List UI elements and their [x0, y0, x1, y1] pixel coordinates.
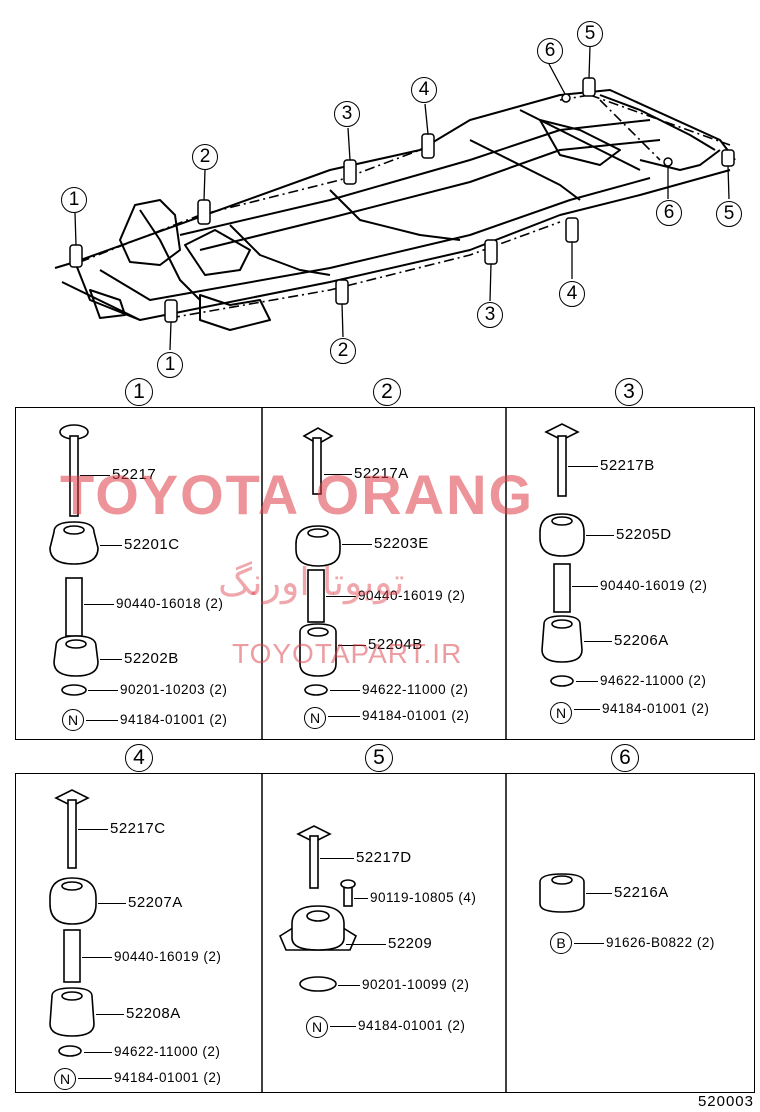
p1-label-90440-16018: 90440-16018 (2)	[116, 596, 224, 611]
p2-label-94184-01001: 94184-01001 (2)	[362, 708, 470, 723]
panel-callout-6: 6	[611, 744, 639, 772]
watermark-fa: تویوتا اورنگ	[218, 560, 405, 604]
p2-label-52203e: 52203E	[374, 535, 429, 552]
p3-label-94184-01001: 94184-01001 (2)	[602, 701, 710, 716]
frame-callout-2-bottom: 2	[330, 338, 356, 364]
frame-callout-2-top: 2	[192, 144, 218, 170]
watermark-url: TOYOTAPART.IR	[232, 638, 463, 669]
p1-label-52201c: 52201C	[124, 536, 180, 553]
p5-lead-1	[320, 858, 354, 859]
p1-lead-4	[100, 659, 122, 660]
p5-lead-4	[338, 985, 360, 986]
p3-label-94622-11000: 94622-11000 (2)	[600, 673, 707, 688]
p2-lead-2	[342, 544, 372, 545]
watermark-en: TOYOTA ORANG	[60, 463, 535, 526]
p4-label-94184-01001: 94184-01001 (2)	[114, 1070, 222, 1085]
p3-lead-3	[572, 586, 598, 587]
p1-lead-6	[86, 720, 118, 721]
frame-callout-1-bottom: 1	[157, 352, 183, 378]
p1-lead-2	[100, 545, 122, 546]
p3-label-52217b: 52217B	[600, 457, 655, 474]
diagram-code: 520003	[697, 1093, 754, 1110]
frame-callout-6-top: 6	[537, 38, 563, 64]
panel-row-2	[15, 773, 755, 1093]
p6-b-marker: B	[550, 932, 572, 954]
p2-lead-5	[330, 690, 360, 691]
p1-label-90201-10203: 90201-10203 (2)	[120, 682, 228, 697]
p1-label-52217: 52217	[112, 466, 157, 483]
frame-callout-4-bottom: 4	[559, 281, 585, 307]
panel-row-1	[15, 407, 755, 740]
p4-label-52208a: 52208A	[126, 1005, 181, 1022]
p4-lead-6	[78, 1078, 112, 1079]
p5-n-marker: N	[306, 1016, 328, 1038]
frame-callout-3-bottom: 3	[477, 302, 503, 328]
p4-lead-1	[78, 829, 108, 830]
p1-label-94184-01001: 94184-01001 (2)	[120, 712, 228, 727]
p3-lead-2	[586, 535, 614, 536]
p6-label-91626-b0822: 91626-B0822 (2)	[606, 935, 715, 950]
p5-lead-5	[330, 1026, 356, 1027]
p6-label-52216a: 52216A	[614, 884, 669, 901]
p3-lead-6	[574, 709, 600, 710]
p3-n-marker: N	[550, 702, 572, 724]
p4-label-52217c: 52217C	[110, 820, 166, 837]
p6-lead-1	[586, 893, 612, 894]
p3-label-90440-16019: 90440-16019 (2)	[600, 578, 708, 593]
p3-lead-1	[568, 466, 598, 467]
frame-callout-5-right: 5	[716, 201, 742, 227]
p3-label-52206a: 52206A	[614, 632, 669, 649]
p4-lead-2	[98, 903, 126, 904]
p1-lead-1	[80, 475, 110, 476]
p2-label-94622-11000: 94622-11000 (2)	[362, 682, 469, 697]
p2-lead-1	[324, 474, 352, 475]
frame-illustration	[54, 45, 736, 351]
p4-lead-3	[82, 957, 112, 958]
p5-label-52217d: 52217D	[356, 849, 412, 866]
p4-label-52207a: 52207A	[128, 894, 183, 911]
p5-label-90119-10805: 90119-10805 (4)	[370, 890, 477, 905]
panel-callout-2: 2	[373, 378, 401, 406]
frame-callout-5-top: 5	[577, 21, 603, 47]
p1-lead-3	[84, 604, 114, 605]
p3-lead-4	[584, 641, 612, 642]
p4-lead-5	[84, 1052, 112, 1053]
panel-callout-5: 5	[365, 744, 393, 772]
p1-n-marker: N	[62, 709, 84, 731]
frame-callout-1-left: 1	[61, 187, 87, 213]
p5-label-52209: 52209	[388, 935, 433, 952]
p2-lead-3	[326, 596, 356, 597]
frame-callout-6-right: 6	[656, 200, 682, 226]
panel-callout-3: 3	[615, 378, 643, 406]
p5-label-90201-10099: 90201-10099 (2)	[362, 977, 470, 992]
p1-label-52202b: 52202B	[124, 650, 179, 667]
p4-n-marker: N	[54, 1068, 76, 1090]
p2-label-90440-16019: 90440-16019 (2)	[358, 588, 466, 603]
panel-callout-4: 4	[125, 744, 153, 772]
p6-lead-2	[574, 943, 604, 944]
frame-callout-4-top: 4	[411, 77, 437, 103]
p4-lead-4	[96, 1014, 124, 1015]
p2-n-marker: N	[304, 707, 326, 729]
p2-lead-6	[328, 716, 360, 717]
frame-callout-3-top: 3	[334, 101, 360, 127]
p3-lead-5	[576, 681, 598, 682]
p5-lead-2	[354, 898, 368, 899]
p5-label-94184-01001: 94184-01001 (2)	[358, 1018, 466, 1033]
p4-label-94622-11000: 94622-11000 (2)	[114, 1044, 221, 1059]
panel-callout-1: 1	[125, 378, 153, 406]
p2-label-52217a: 52217A	[354, 465, 409, 482]
p2-lead-4	[338, 645, 366, 646]
p5-lead-3	[346, 944, 386, 945]
p1-lead-5	[88, 690, 118, 691]
p4-label-90440-16019: 90440-16019 (2)	[114, 949, 222, 964]
p3-label-52205d: 52205D	[616, 526, 672, 543]
p2-label-52204b: 52204B	[368, 636, 423, 653]
